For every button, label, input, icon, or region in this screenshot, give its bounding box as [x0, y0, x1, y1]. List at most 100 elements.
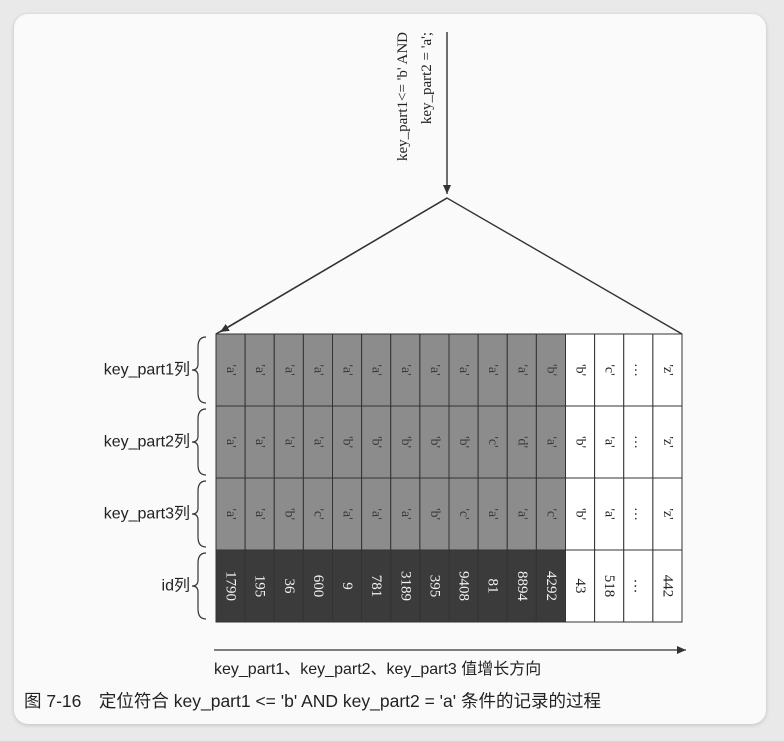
- key-value: …: [631, 507, 646, 521]
- key-value: 'a': [223, 364, 238, 375]
- grid-cell: [477, 333, 508, 407]
- grid-cell: [477, 405, 508, 479]
- grid-cell: [419, 405, 450, 479]
- grid-cell: [273, 549, 304, 623]
- key-value: 'z': [660, 508, 675, 519]
- key-value: 'a': [252, 364, 267, 375]
- key-value: 'a': [602, 508, 617, 519]
- key-value: 'a': [310, 364, 325, 375]
- key-value: 'c': [543, 508, 558, 519]
- key-value: 'a': [252, 508, 267, 519]
- tree-triangle: [215, 197, 683, 335]
- grid-cell: [506, 333, 537, 407]
- key-value: 'c': [485, 436, 500, 447]
- key-value: 'b': [340, 436, 355, 448]
- key-value: 'b': [398, 436, 413, 448]
- id-value: 81: [485, 579, 501, 594]
- key-value: …: [631, 435, 646, 449]
- key-value: 'b': [369, 436, 384, 448]
- index-diagram: key_part1<= 'b' AND key_part2 = 'a'; 'a'…: [24, 32, 686, 712]
- row-label: key_part2列: [104, 433, 190, 451]
- id-value: 9: [339, 582, 355, 590]
- key-value: 'a': [310, 436, 325, 447]
- row-label: key_part3列: [104, 505, 190, 523]
- grid-cell: [477, 549, 508, 623]
- grid-cell: [535, 405, 566, 479]
- grid-cell: [332, 549, 363, 623]
- row-label: id列: [162, 577, 190, 595]
- id-value: 43: [572, 579, 588, 594]
- query-line-1: key_part1<= 'b' AND: [395, 32, 411, 161]
- id-value: …: [630, 579, 646, 594]
- key-value: 'a': [427, 364, 442, 375]
- record-grid: 'a' 'a' 'a' 'a' 'a' 'a' 'a' 'a' 'a' 'a' 'a' 'b' 'b' '…: [104, 333, 683, 623]
- key-value: 'a': [485, 508, 500, 519]
- grid-cell: [244, 405, 275, 479]
- grid-cell: [273, 405, 304, 479]
- grid-cell: [332, 477, 363, 551]
- key-value: 'z': [660, 364, 675, 375]
- key-value: 'a': [602, 436, 617, 447]
- key-value: 'a': [514, 508, 529, 519]
- direction-label: key_part1、key_part2、key_part3 值增长方向: [214, 660, 541, 678]
- id-value: 518: [601, 575, 617, 598]
- grid-cell: [244, 477, 275, 551]
- id-value: 4292: [543, 571, 559, 601]
- key-value: 'a': [281, 364, 296, 375]
- query-line-2: key_part2 = 'a';: [419, 32, 435, 124]
- grid-cell: [594, 549, 625, 623]
- grid-cell: [535, 549, 566, 623]
- key-value: 'z': [660, 436, 675, 447]
- grid-cell: [244, 333, 275, 407]
- figure-card: key_part1<= 'b' AND key_part2 = 'a'; 'a'…: [14, 14, 766, 724]
- key-value: 'c': [602, 364, 617, 375]
- key-value: 'a': [543, 436, 558, 447]
- key-value: …: [631, 363, 646, 377]
- grid-cell: [215, 549, 246, 623]
- key-value: 'a': [398, 508, 413, 519]
- key-value: 'a': [398, 364, 413, 375]
- key-value: 'b': [573, 508, 588, 520]
- row-braces: [191, 336, 207, 620]
- key-value: 'a': [456, 364, 471, 375]
- key-value: 'a': [485, 364, 500, 375]
- id-value: 9408: [456, 571, 472, 601]
- grid-cell: [448, 333, 479, 407]
- key-value: 'b': [456, 436, 471, 448]
- id-value: 3189: [397, 571, 413, 601]
- key-value: 'a': [281, 436, 296, 447]
- id-value: 395: [426, 575, 442, 598]
- key-value: 'a': [514, 364, 529, 375]
- grid-cell: [302, 477, 333, 551]
- grid-cell: [419, 549, 450, 623]
- id-value: 600: [310, 575, 326, 598]
- row-brace: [191, 336, 207, 404]
- key-value: 'a': [369, 508, 384, 519]
- key-value: 'a': [340, 364, 355, 375]
- grid-cell: [652, 549, 683, 623]
- key-value: 'a': [223, 436, 238, 447]
- grid-cell: [623, 333, 654, 407]
- grid-cell: [448, 549, 479, 623]
- key-value: 'a': [223, 508, 238, 519]
- grid-cell: [594, 405, 625, 479]
- key-value: 'a': [369, 364, 384, 375]
- grid-cell: [302, 549, 333, 623]
- grid-cell: [652, 405, 683, 479]
- key-value: 'b': [281, 508, 296, 520]
- id-value: 781: [368, 575, 384, 598]
- id-value: 8894: [514, 571, 530, 602]
- row-brace: [191, 408, 207, 476]
- row-brace: [191, 552, 207, 620]
- key-value: 'a': [252, 436, 267, 447]
- grid-cell: [215, 477, 246, 551]
- key-value: 'c': [310, 508, 325, 519]
- id-value: 442: [659, 575, 675, 598]
- id-value: 1790: [223, 571, 239, 601]
- grid-cell: [623, 549, 654, 623]
- grid-cell: [390, 549, 421, 623]
- key-value: 'a': [340, 508, 355, 519]
- grid-cell: [506, 405, 537, 479]
- locate-arrow: [219, 197, 448, 333]
- grid-cell: [652, 477, 683, 551]
